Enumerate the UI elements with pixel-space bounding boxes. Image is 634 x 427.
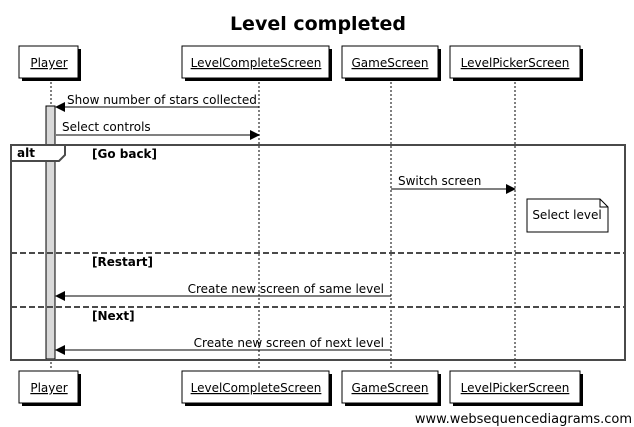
participant-label: LevelCompleteScreen	[191, 381, 322, 395]
alt-frame-keyword: alt	[17, 146, 35, 160]
alt-section-restart-label: [Restart]	[92, 255, 153, 269]
message-label-show-stars: Show number of stars collected	[67, 93, 257, 107]
participant-label: LevelPickerScreen	[461, 381, 570, 395]
participant-levelcompletescreen-bottom: LevelCompleteScreen	[181, 370, 332, 406]
message-label-select-controls: Select controls	[62, 120, 151, 134]
participant-label: Player	[30, 56, 67, 70]
message-label-next-level: Create new screen of next level	[194, 336, 384, 350]
alt-section-next-label: [Next]	[92, 309, 135, 323]
participant-gamescreen-bottom: GameScreen	[341, 370, 441, 406]
participant-label: LevelPickerScreen	[461, 56, 570, 70]
alt-frame: alt [Go back] [Restart] [Next]	[10, 144, 626, 361]
note-select-level: Select level	[526, 198, 609, 233]
participant-label: Player	[30, 381, 67, 395]
participant-levelcompletescreen-top: LevelCompleteScreen	[181, 45, 332, 81]
watermark-link[interactable]: www.websequencediagrams.com	[415, 412, 632, 427]
participant-levelpickerscreen-bottom: LevelPickerScreen	[449, 370, 583, 406]
messages	[55, 102, 516, 355]
message-label-same-level: Create new screen of same level	[188, 282, 384, 296]
message-label-switch-screen: Switch screen	[398, 174, 481, 188]
participant-player-top: Player	[18, 45, 81, 81]
participants-top: Player LevelCompleteScreen GameScreen Le…	[18, 45, 583, 81]
alt-frame-label-tab	[10, 144, 66, 162]
participant-label: LevelCompleteScreen	[191, 56, 322, 70]
participant-label: GameScreen	[352, 381, 429, 395]
participant-player-bottom: Player	[18, 370, 81, 406]
alt-section-go-back-label: [Go back]	[92, 147, 157, 161]
note-label: Select level	[532, 208, 601, 222]
participant-gamescreen-top: GameScreen	[341, 45, 441, 81]
player-activation-bar	[45, 105, 56, 360]
diagram-title: Level completed	[230, 13, 406, 35]
participant-levelpickerscreen-top: LevelPickerScreen	[449, 45, 583, 81]
participants-bottom: Player LevelCompleteScreen GameScreen Le…	[18, 370, 583, 406]
participant-label: GameScreen	[352, 56, 429, 70]
